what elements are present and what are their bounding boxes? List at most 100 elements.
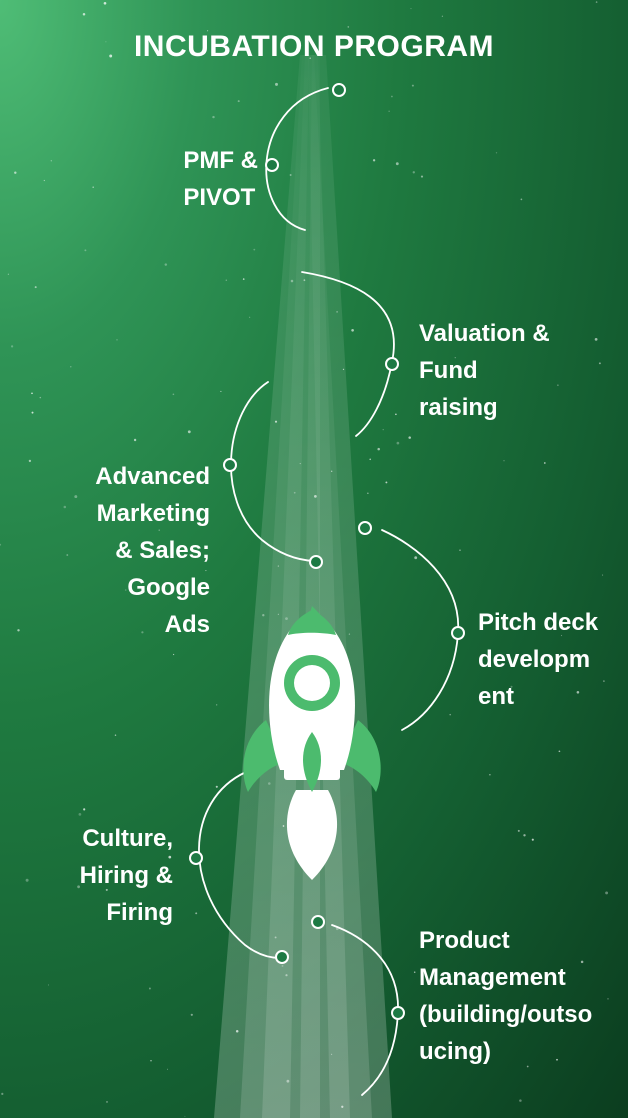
star-dot bbox=[34, 286, 37, 289]
star-dot bbox=[216, 704, 218, 706]
star-dot bbox=[598, 362, 601, 365]
star-dot bbox=[109, 54, 113, 58]
stage-label-line: Culture, bbox=[82, 825, 173, 852]
star-dot bbox=[242, 278, 245, 280]
star-dot bbox=[519, 1099, 522, 1102]
milestone-dot-icon bbox=[451, 626, 465, 640]
star-dot bbox=[603, 680, 605, 682]
star-dot bbox=[164, 263, 168, 266]
stage-label-line: Marketing bbox=[96, 500, 210, 527]
star-dot bbox=[531, 838, 534, 841]
stage-label-line: Google bbox=[127, 574, 210, 601]
star-dot bbox=[215, 785, 218, 788]
star-dot bbox=[495, 152, 498, 154]
stage-label-line: Firing bbox=[106, 899, 173, 926]
star-dot bbox=[388, 110, 390, 112]
star-dot bbox=[14, 171, 17, 174]
star-dot bbox=[413, 971, 416, 973]
star-dot bbox=[25, 878, 29, 882]
stage-advanced-marketing: Advanced Marketing & Sales; Google Ads bbox=[95, 458, 210, 643]
star-dot bbox=[275, 82, 278, 86]
star-dot bbox=[576, 691, 580, 694]
star-dot bbox=[205, 570, 207, 572]
stage-label-line: Valuation & bbox=[419, 320, 550, 347]
star-dot bbox=[367, 492, 369, 494]
milestone-dot-icon bbox=[391, 1006, 405, 1020]
milestone-dot-icon bbox=[265, 158, 279, 172]
stage-product-management: Product Management (building/outso ucing… bbox=[419, 922, 592, 1070]
star-dot bbox=[558, 750, 561, 753]
star-dot bbox=[395, 413, 397, 416]
star-dot bbox=[148, 987, 151, 990]
stage-label-line: Hiring & bbox=[79, 862, 173, 889]
star-dot bbox=[414, 556, 418, 560]
star-dot bbox=[77, 885, 80, 889]
star-dot bbox=[422, 329, 425, 333]
star-dot bbox=[47, 984, 50, 986]
star-dot bbox=[560, 634, 563, 637]
star-dot bbox=[557, 384, 559, 386]
milestone-dot-icon bbox=[223, 458, 237, 472]
star-dot bbox=[372, 159, 376, 162]
star-dot bbox=[39, 396, 42, 399]
stage-pitch-deck: Pitch deck developm ent bbox=[478, 604, 598, 715]
milestone-dot-icon bbox=[311, 915, 325, 929]
star-dot bbox=[0, 543, 2, 546]
star-dot bbox=[31, 411, 34, 414]
stage-pmf-pivot: PMF & PIVOT bbox=[183, 142, 258, 216]
star-dot bbox=[408, 436, 411, 439]
star-dot bbox=[151, 582, 154, 585]
star-dot bbox=[391, 95, 393, 98]
stage-label-line: raising bbox=[419, 394, 498, 421]
star-dot bbox=[1, 1092, 4, 1096]
star-dot bbox=[28, 459, 32, 463]
star-dot bbox=[411, 84, 414, 87]
star-dot bbox=[158, 529, 160, 531]
star-dot bbox=[150, 1059, 152, 1062]
star-dot bbox=[489, 774, 491, 776]
star-dot bbox=[441, 15, 444, 17]
stage-label-line: Pitch deck bbox=[478, 609, 599, 636]
star-dot bbox=[166, 1068, 169, 1070]
star-dot bbox=[114, 734, 117, 736]
star-dot bbox=[84, 249, 87, 252]
stage-label-line: ent bbox=[478, 683, 514, 710]
star-dot bbox=[207, 30, 209, 32]
star-dot bbox=[607, 998, 609, 1000]
star-dot bbox=[237, 100, 240, 103]
star-dot bbox=[187, 430, 191, 434]
star-dot bbox=[116, 339, 118, 341]
star-dot bbox=[195, 912, 198, 915]
stage-label-line: Management bbox=[419, 964, 566, 991]
star-dot bbox=[369, 458, 371, 461]
star-dot bbox=[395, 162, 399, 166]
milestone-dot-icon bbox=[385, 357, 399, 371]
star-dot bbox=[82, 12, 86, 16]
milestone-dot-icon bbox=[275, 950, 289, 964]
star-dot bbox=[124, 589, 127, 591]
star-dot bbox=[105, 888, 108, 891]
stage-label-line: Product bbox=[419, 927, 510, 954]
star-dot bbox=[106, 1100, 108, 1103]
star-dot bbox=[351, 328, 354, 332]
stage-culture-hiring: Culture, Hiring & Firing bbox=[80, 820, 173, 931]
stage-label-line: PIVOT bbox=[183, 184, 256, 211]
star-dot bbox=[172, 393, 175, 396]
star-dot bbox=[595, 1, 598, 3]
star-dot bbox=[396, 441, 400, 445]
star-dot bbox=[385, 481, 388, 484]
milestone-dot-icon bbox=[189, 851, 203, 865]
stage-label-line: (building/outso bbox=[419, 1001, 593, 1028]
star-dot bbox=[420, 175, 424, 178]
star-dot bbox=[410, 8, 412, 10]
star-dot bbox=[133, 438, 137, 442]
star-dot bbox=[580, 960, 584, 964]
star-dot bbox=[212, 115, 215, 119]
stage-label-line: Advanced bbox=[95, 463, 210, 490]
star-dot bbox=[520, 198, 523, 201]
star-dot bbox=[168, 855, 172, 859]
star-dot bbox=[7, 273, 10, 275]
stage-label-line: Ads bbox=[164, 611, 210, 638]
